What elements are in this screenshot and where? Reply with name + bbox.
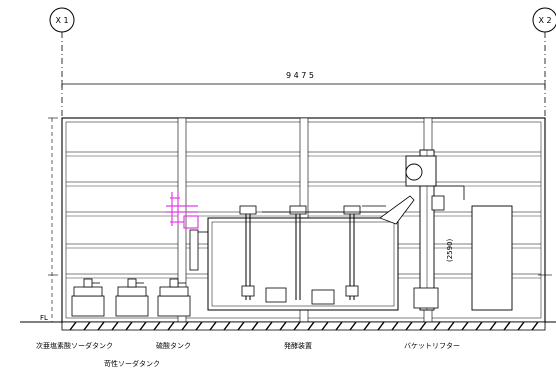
- chemical-tanks: [71, 278, 191, 317]
- axis-x2-label: X 2: [538, 16, 551, 25]
- fermentation-apparatus: [189, 195, 415, 311]
- span-dimension-text: 9 4 7 5: [286, 71, 314, 80]
- label-bucket-lifter: バケットリフター: [404, 341, 460, 350]
- control-panel: [471, 205, 513, 311]
- label-sulfuric-acid-tank: 硫酸タンク: [156, 341, 191, 350]
- floor-level-label: FL: [40, 314, 48, 322]
- lifter-height-dimension: (2590): [446, 238, 454, 262]
- tank-caustic-soda: [115, 278, 149, 317]
- label-caustic-soda-tank: 苛性ソーダタンク: [104, 359, 160, 368]
- floor-slab: FL: [20, 314, 556, 331]
- label-hypochlorite-tank: 次亜塩素酸ソーダタンク: [36, 341, 113, 350]
- tank-sulfuric-acid: [157, 278, 191, 317]
- agitator-3: [343, 205, 361, 300]
- axis-x1-marker: X 1: [49, 7, 75, 33]
- tank-hypochlorite: [71, 278, 105, 317]
- span-dimension: 9 4 7 5: [61, 71, 546, 88]
- agitator-1: [239, 205, 257, 300]
- agitator-2: [289, 205, 307, 300]
- label-fermentation-apparatus: 発酵装置: [284, 341, 312, 350]
- axis-x2-marker: X 2: [532, 7, 556, 33]
- bucket-lifter: (2590): [405, 149, 465, 311]
- chemical-feed-piping: [166, 192, 199, 229]
- axis-x1-label: X 1: [55, 16, 68, 25]
